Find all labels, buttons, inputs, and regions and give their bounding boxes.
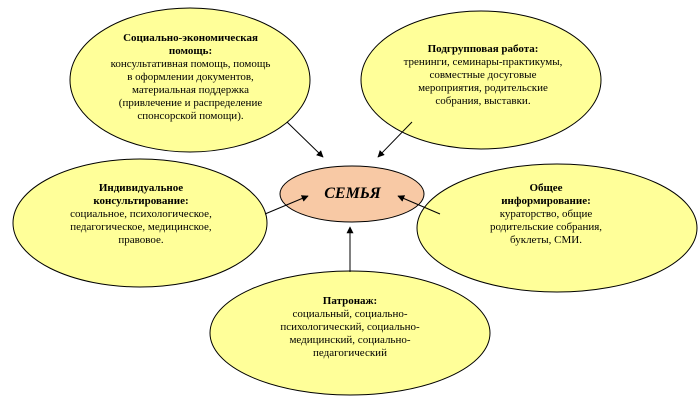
node-general-info-body: кураторство, общие родительские собрания… <box>489 208 603 246</box>
node-patronage: Патронаж: социальный, социально-психолог… <box>255 295 445 360</box>
node-patronage-heading: Патронаж: <box>322 295 378 307</box>
center-family-ellipse <box>279 165 425 223</box>
node-group-work-heading: Подгрупповая работа: <box>427 43 539 55</box>
node-general-info-heading: Общее информирование: <box>501 182 591 207</box>
center-family-label: СЕМЬЯ <box>324 185 381 202</box>
node-general-info: Общее информирование: кураторство, общие… <box>486 182 606 247</box>
node-general-info-ellipse <box>416 163 698 293</box>
node-individual-ellipse <box>12 158 268 288</box>
arrow-from-social-economic <box>286 121 324 158</box>
arrow-from-general-info <box>397 195 441 215</box>
node-social-economic-heading: Социально-экономическая помощь: <box>123 32 258 57</box>
node-social-economic: Социально-экономическая помощь: консульт… <box>108 32 273 123</box>
node-individual: Индивидуальное консультирование: социаль… <box>62 182 220 247</box>
node-group-work-ellipse <box>360 10 602 150</box>
node-group-work: Подгрупповая работа: тренинги, семинары-… <box>398 43 568 108</box>
node-social-economic-body: консультативная помощь, помощь в оформле… <box>110 58 271 122</box>
node-patronage-body: социальный, социально-психологический, с… <box>280 308 420 359</box>
node-group-work-body: тренинги, семинары-практикумы, совместны… <box>403 56 563 107</box>
node-individual-heading: Индивидуальное консультирование: <box>93 182 189 207</box>
arrow-from-individual <box>264 195 309 215</box>
node-social-economic-ellipse <box>69 7 311 153</box>
node-individual-body: социальное, психологическое, педагогичес… <box>70 208 212 246</box>
arrow-from-group-work <box>377 121 413 158</box>
